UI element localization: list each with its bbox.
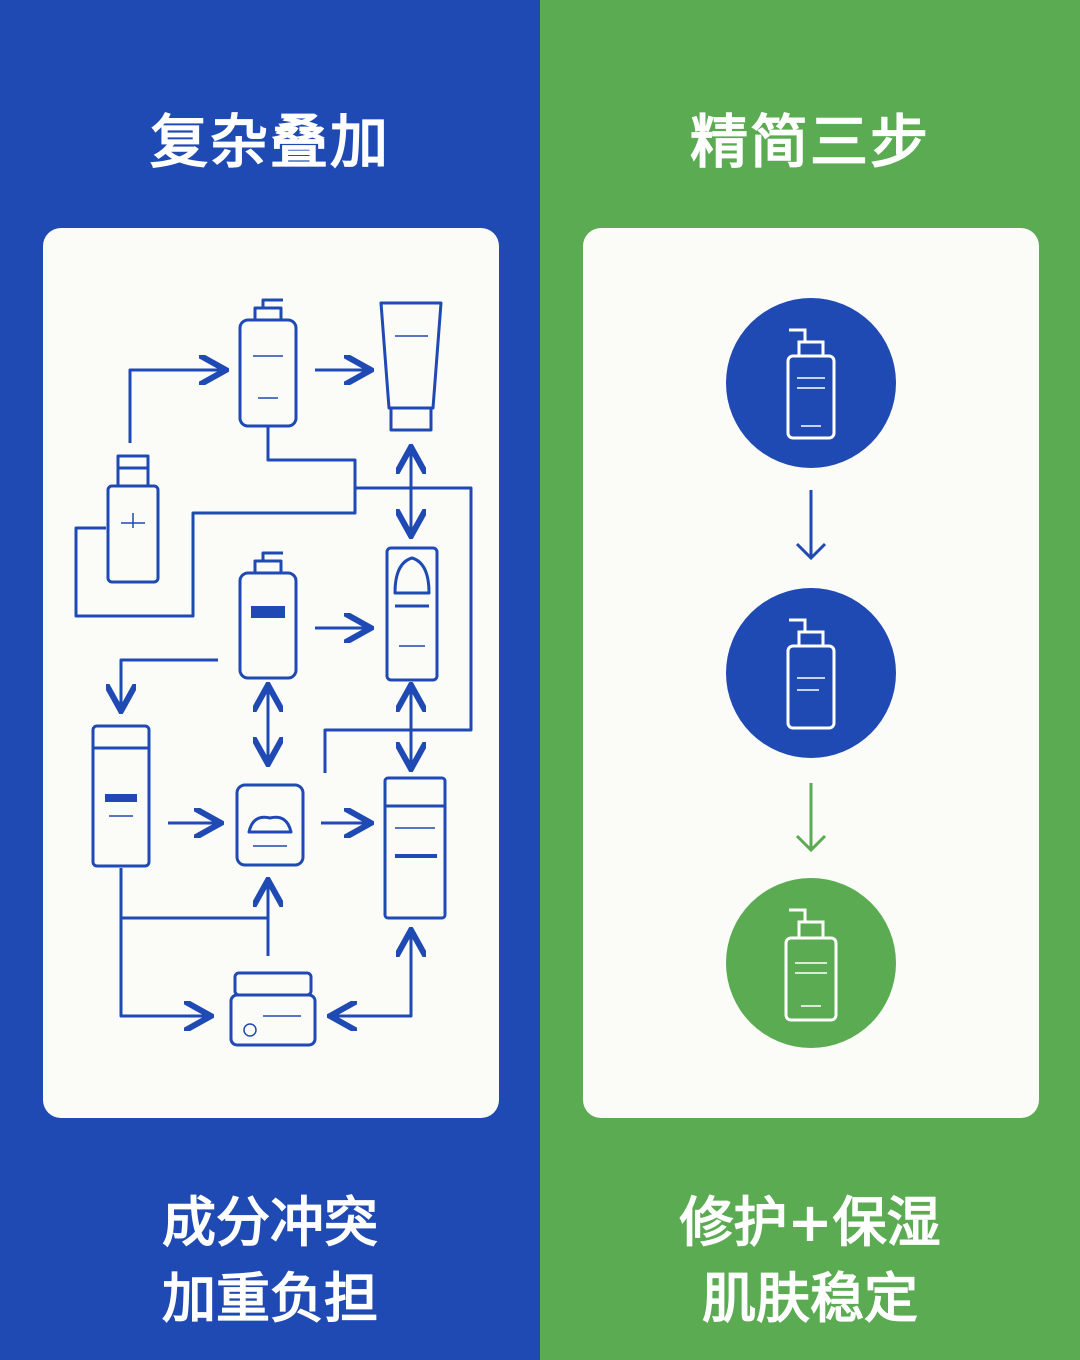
complex-caption: 成分冲突 加重负担 xyxy=(0,1185,540,1337)
jar-icon xyxy=(229,971,317,1047)
step-arrow-1 xyxy=(795,490,827,561)
simple-caption-line2: 肌肤稳定 xyxy=(702,1267,918,1330)
pump-bottle-icon xyxy=(238,551,298,680)
complex-panel: 复杂叠加 xyxy=(0,0,540,1360)
complex-flow-diagram xyxy=(74,298,473,1047)
simple-card xyxy=(583,228,1039,1118)
pump-bottle-icon xyxy=(784,908,838,1022)
pump-bottle-icon xyxy=(786,618,836,730)
complex-title: 复杂叠加 xyxy=(149,108,390,176)
step-1 xyxy=(726,298,896,468)
tall-box-icon xyxy=(383,776,447,920)
simple-steps-diagram xyxy=(726,298,896,1048)
pump-bottle-icon xyxy=(238,298,298,428)
simple-panel: 精简三步 xyxy=(540,0,1080,1360)
pump-bottle-icon xyxy=(786,328,836,440)
step-3 xyxy=(726,878,896,1048)
dropper-bottle-icon xyxy=(106,454,160,584)
simple-title: 精简三步 xyxy=(689,108,930,176)
connector-lines xyxy=(74,370,473,1016)
tube-icon xyxy=(379,301,443,432)
complex-card xyxy=(43,228,499,1118)
complex-caption-line1: 成分冲突 xyxy=(162,1191,378,1254)
compact-icon xyxy=(235,783,305,867)
step-2 xyxy=(726,588,896,758)
complex-caption-line2: 加重负担 xyxy=(162,1267,378,1330)
step-arrow-2 xyxy=(795,783,827,853)
simple-caption: 修护+保湿 肌肤稳定 xyxy=(540,1185,1080,1337)
simple-caption-line1: 修护+保湿 xyxy=(679,1191,941,1254)
tall-bottle-icon xyxy=(91,724,151,868)
serum-bottle-icon xyxy=(385,546,439,682)
